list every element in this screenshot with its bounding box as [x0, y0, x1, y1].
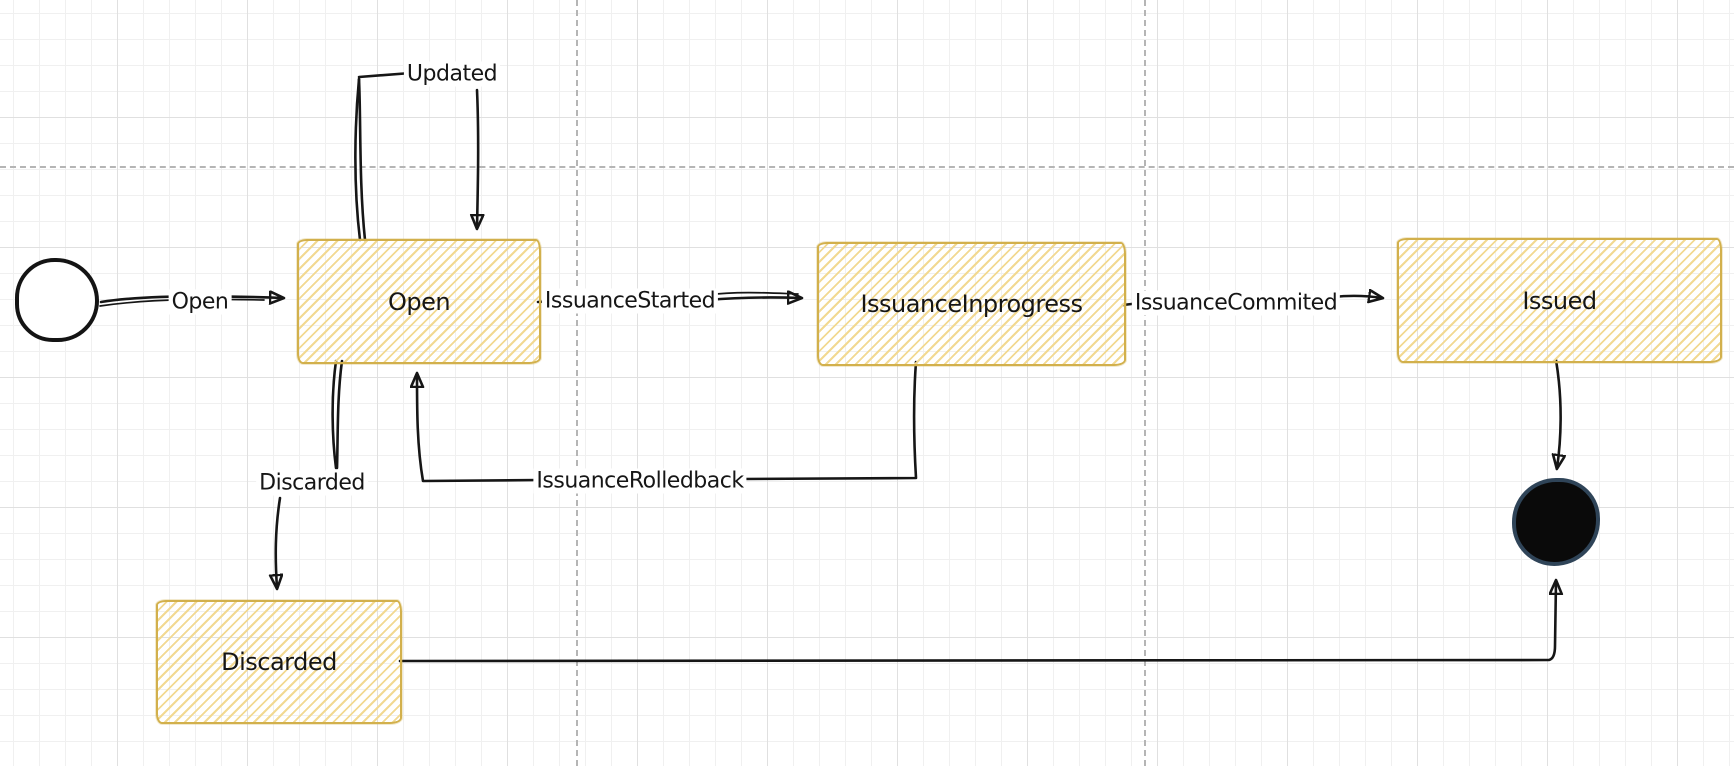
- state-issued-label: Issued: [1522, 286, 1597, 315]
- state-issuance-inprogress-label: IssuanceInprogress: [860, 290, 1083, 318]
- edge-label-discarded[interactable]: Discarded: [256, 470, 368, 496]
- initial-state-circle[interactable]: [15, 258, 99, 342]
- arrow-issuance-rolledback[interactable]: [417, 360, 918, 483]
- edge-label-issuance-rolledback[interactable]: IssuanceRolledback: [533, 468, 747, 494]
- arrow-issued-to-final[interactable]: [1556, 358, 1561, 468]
- page-break-horizontal: [0, 166, 1734, 168]
- state-discarded[interactable]: Discarded: [156, 600, 402, 724]
- edge-label-open[interactable]: Open: [168, 289, 232, 315]
- arrow-updated-self-loop[interactable]: [354, 71, 478, 242]
- edge-label-updated[interactable]: Updated: [403, 61, 501, 87]
- state-open[interactable]: Open: [297, 239, 541, 364]
- state-discarded-label: Discarded: [221, 648, 337, 676]
- page-break-vertical-2: [1144, 0, 1146, 766]
- final-state-circle[interactable]: [1512, 478, 1600, 566]
- edge-label-issuance-started[interactable]: IssuanceStarted: [541, 288, 719, 314]
- edge-label-issuance-commited[interactable]: IssuanceCommited: [1131, 290, 1341, 316]
- state-open-label: Open: [387, 287, 451, 316]
- page-break-vertical-1: [576, 0, 578, 766]
- state-issuance-inprogress[interactable]: IssuanceInprogress: [817, 242, 1126, 366]
- arrow-discarded-to-final[interactable]: [398, 581, 1556, 663]
- state-issued[interactable]: Issued: [1397, 238, 1722, 363]
